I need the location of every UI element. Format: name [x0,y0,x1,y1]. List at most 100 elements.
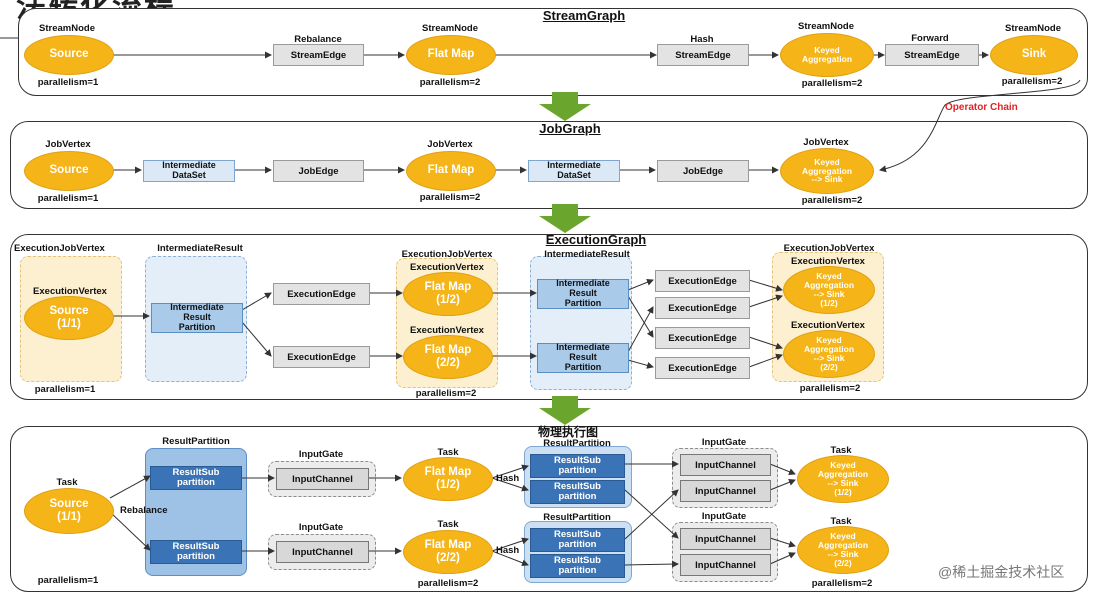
execution-edge: ExecutionEdge [273,346,370,368]
keyed-aggregation-node: Keyed Aggregation [780,33,874,77]
parallelism-label: parallelism=2 [811,578,873,589]
result-partition-label: ResultPartition [543,512,611,523]
job-edge: JobEdge [273,160,364,182]
intermediate-result-partition: Intermediate Result Partition [537,342,629,373]
input-gate-label: InputGate [701,511,747,522]
down-arrow-icon [539,92,591,121]
keyed-sink-task-1-node: Keyed Aggregation --> Sink (1/2) [797,455,889,503]
result-subpartition: ResultSub partition [530,554,625,578]
ev-label: ExecutionVertex [791,256,865,267]
hash-label: Hash [496,473,520,484]
jobgraph-title: JobGraph [539,121,601,136]
result-partition-label: ResultPartition [543,438,611,449]
execution-edge: ExecutionEdge [273,283,370,305]
source-node: Source [24,151,114,191]
jobvertex-label: JobVertex [427,139,473,150]
ev-label: ExecutionVertex [791,320,865,331]
parallelism-label: parallelism=1 [37,77,99,88]
input-gate-label: InputGate [298,449,344,460]
input-channel: InputChannel [680,454,771,476]
ejv-label: ExecutionJobVertex [401,249,493,260]
flat-map-2-node: Flat Map (2/2) [403,335,493,379]
result-subpartition: ResultSub partition [530,480,625,504]
sink-node: Sink [990,35,1078,75]
task-label: Task [437,519,459,530]
source-task-node: Source (1/1) [24,488,114,534]
parallelism-label: parallelism=1 [37,575,99,586]
result-subpartition: ResultSub partition [530,528,625,552]
intermediate-result-partition: Intermediate Result Partition [151,302,243,333]
streamnode-label: StreamNode [1005,23,1061,34]
rebalance-label: Rebalance [294,34,342,45]
intermediate-result-partition: Intermediate Result Partition [537,278,629,309]
hash-label: Hash [690,34,714,45]
ev-label: ExecutionVertex [410,325,484,336]
forward-label: Forward [911,33,949,44]
down-arrow-icon [539,396,591,425]
task-label: Task [830,445,852,456]
parallelism-label: parallelism=2 [801,78,863,89]
ev-label: ExecutionVertex [33,286,107,297]
intermediate-dataset: Intermediate DataSet [528,160,620,182]
executiongraph-title: ExecutionGraph [545,232,647,247]
keyed-sink-2-node: Keyed Aggregation --> Sink (2/2) [783,330,875,378]
source-node: Source [24,35,114,75]
keyed-sink-task-2-node: Keyed Aggregation --> Sink (2/2) [797,526,889,574]
parallelism-label: parallelism=2 [419,192,481,203]
flat-map-1-node: Flat Map (1/2) [403,272,493,316]
stream-edge: StreamEdge [885,44,979,66]
parallelism-label: parallelism=1 [37,193,99,204]
streamnode-label: StreamNode [422,23,478,34]
input-gate-label: InputGate [701,437,747,448]
task-label: Task [56,477,78,488]
parallelism-label: parallelism=2 [801,195,863,206]
input-gate-label: InputGate [298,522,344,533]
parallelism-label: parallelism=2 [415,388,477,399]
flat-map-node: Flat Map [406,35,496,75]
input-channel: InputChannel [680,528,771,550]
execution-edge: ExecutionEdge [655,357,750,379]
streamgraph-title: StreamGraph [542,8,626,23]
physical-title: 物理执行图 [537,425,599,439]
streamnode-label: StreamNode [39,23,95,34]
hash-label: Hash [496,545,520,556]
flat-map-task-2-node: Flat Map (2/2) [403,530,493,574]
source-node: Source (1/1) [24,296,114,340]
stream-edge: StreamEdge [273,44,364,66]
down-arrow-icon [539,204,591,233]
task-label: Task [437,447,459,458]
execution-edge: ExecutionEdge [655,270,750,292]
result-partition-label: ResultPartition [162,436,230,447]
intermediate-dataset: Intermediate DataSet [143,160,235,182]
task-label: Task [830,516,852,527]
streamnode-label: StreamNode [798,21,854,32]
rebalance-label: Rebalance [120,505,168,516]
parallelism-label: parallelism=2 [799,383,861,394]
flat-map-node: Flat Map [406,151,496,191]
stream-edge: StreamEdge [657,44,749,66]
parallelism-label: parallelism=2 [417,578,479,589]
parallelism-label: parallelism=2 [419,77,481,88]
watermark: @稀土掘金技术社区 [938,564,1065,580]
flat-map-task-1-node: Flat Map (1/2) [403,457,493,501]
job-edge: JobEdge [657,160,749,182]
input-channel: InputChannel [276,468,369,490]
result-subpartition: ResultSub partition [150,540,242,564]
input-channel: InputChannel [680,554,771,576]
input-channel: InputChannel [276,541,369,563]
jobvertex-label: JobVertex [45,139,91,150]
execution-edge: ExecutionEdge [655,297,750,319]
ev-label: ExecutionVertex [410,262,484,273]
result-subpartition: ResultSub partition [530,454,625,478]
parallelism-label: parallelism=2 [1001,76,1063,87]
input-channel: InputChannel [680,480,771,502]
result-subpartition: ResultSub partition [150,466,242,490]
execution-edge: ExecutionEdge [655,327,750,349]
jobvertex-label: JobVertex [803,137,849,148]
ir-label: IntermediateResult [544,249,630,260]
operator-chain-label: Operator Chain [945,102,1018,113]
keyed-sink-1-node: Keyed Aggregation --> Sink (1/2) [783,266,875,314]
parallelism-label: parallelism=1 [34,384,96,395]
ir-label: IntermediateResult [157,243,243,254]
